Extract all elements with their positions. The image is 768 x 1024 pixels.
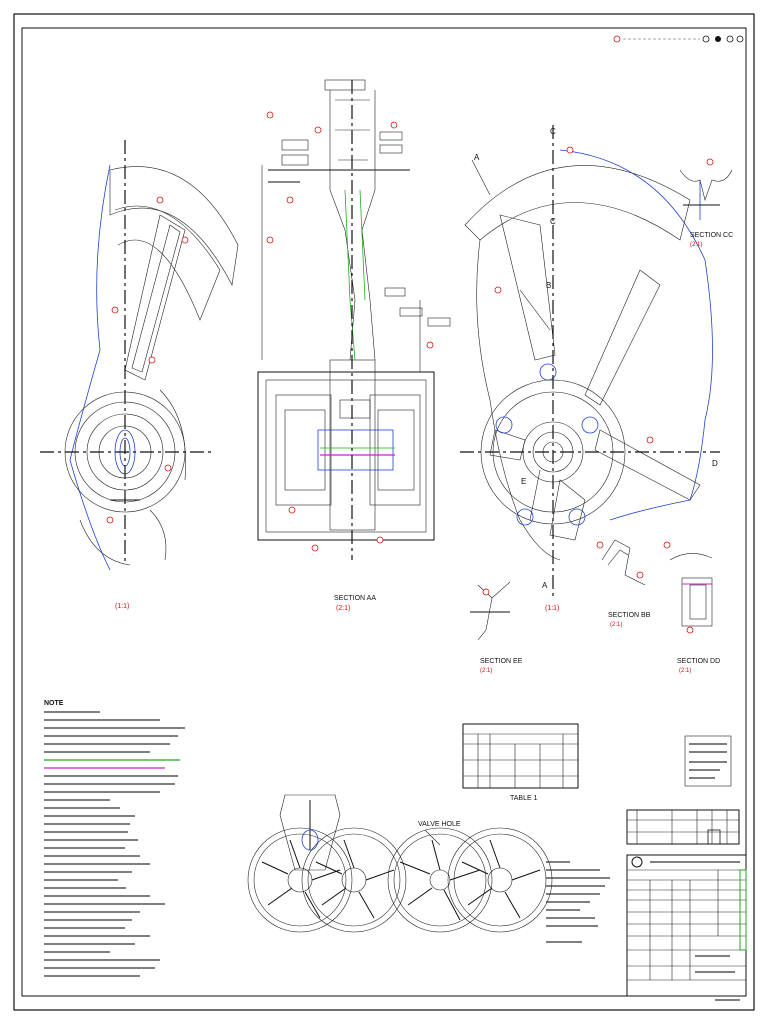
spec-block (684, 735, 732, 787)
section-aa-view (257, 79, 451, 560)
notes-lines (44, 711, 185, 977)
section-cc-view (679, 169, 733, 220)
revision-symbols (613, 35, 744, 43)
inner-border (21, 27, 747, 997)
marker-e: E (521, 477, 526, 486)
section-ee-scale: (2:1) (480, 668, 492, 674)
marker-d: D (712, 459, 718, 468)
marker-c-mid: C (550, 217, 556, 226)
marker-a-top: A (474, 153, 480, 162)
left-view-label: (1:1) (115, 603, 129, 610)
marker-a-bottom: A (542, 581, 548, 590)
revision-table (626, 809, 740, 845)
section-dd-scale: (2:1) (679, 668, 691, 674)
marker-b: B (546, 281, 551, 290)
section-aa-title: SECTION AA (334, 595, 376, 602)
bottom-legend (546, 861, 610, 943)
section-ee-view (470, 581, 511, 641)
table-1 (462, 723, 579, 789)
section-cc-title: SECTION CC (690, 232, 733, 239)
section-aa-scale: (2:1) (336, 605, 350, 612)
valve-hole-label: VALVE HOLE (418, 821, 461, 828)
part-balloons (106, 111, 714, 634)
notes-heading: NOTE (44, 700, 64, 707)
title-block (626, 829, 747, 1001)
section-bb-scale: (2:1) (610, 622, 622, 628)
section-cc-scale: (2:1) (690, 242, 702, 248)
outer-border (13, 13, 755, 1011)
left-wheel-view (40, 140, 239, 571)
right-wheel-view (460, 125, 720, 600)
section-ee-title: SECTION EE (480, 658, 523, 665)
marker-c-top: C (550, 127, 556, 136)
bottom-valve-wheels (387, 827, 553, 933)
section-dd-view (669, 553, 713, 627)
bottom-pair-wheels (247, 794, 407, 933)
table-1-title: TABLE 1 (510, 795, 538, 802)
section-bb-title: SECTION BB (608, 612, 651, 619)
section-bb-view (601, 539, 646, 586)
right-view-label: (1:1) (545, 605, 559, 612)
section-dd-title: SECTION DD (677, 658, 720, 665)
